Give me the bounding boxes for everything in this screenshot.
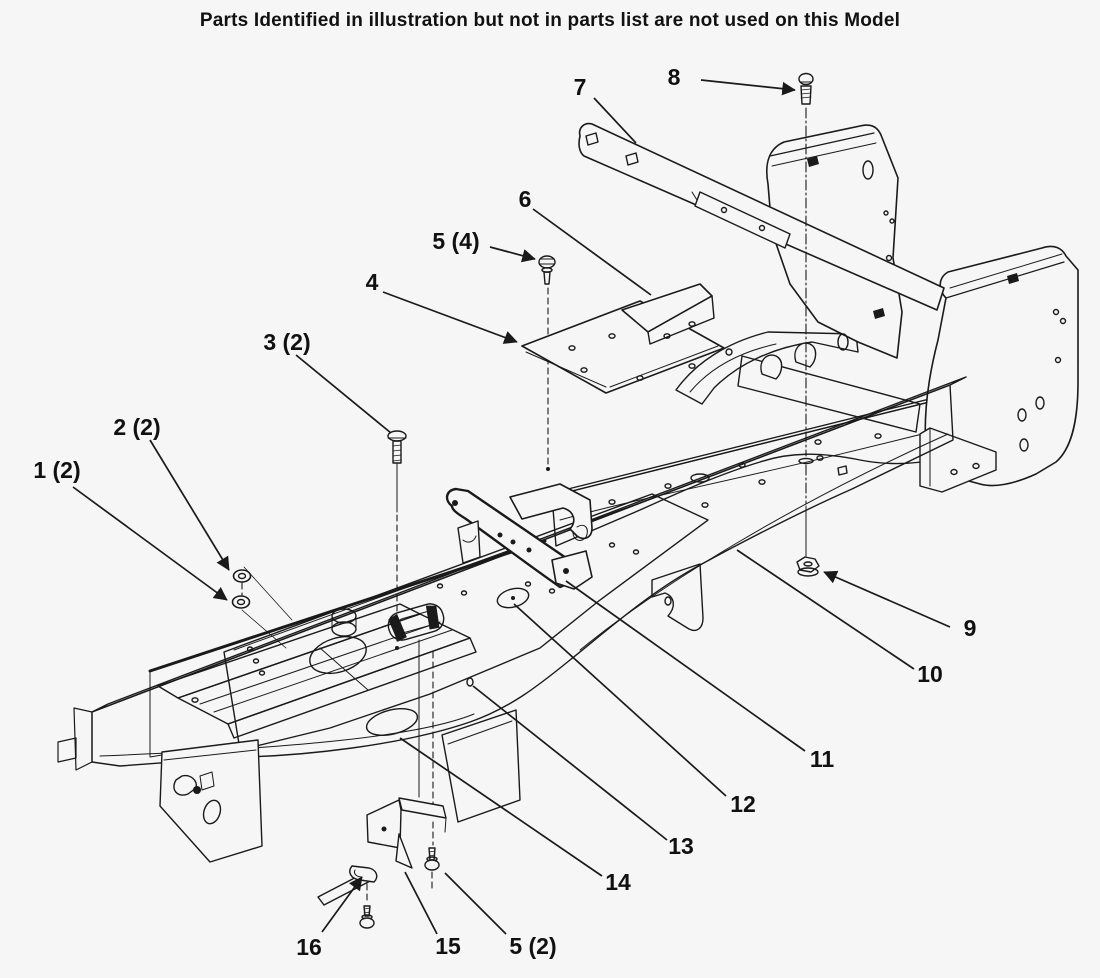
callout-7-label: 7 xyxy=(574,74,587,100)
lift-latch-assembly xyxy=(418,483,593,807)
callout-10-label: 10 xyxy=(917,661,943,687)
callout-5a-label: 5 (4) xyxy=(432,228,479,254)
callout-9-leader xyxy=(823,570,951,628)
rear-cross-support xyxy=(675,331,921,433)
callout-15-label: 15 xyxy=(435,933,461,959)
callout-2-label: 2 (2) xyxy=(113,414,160,440)
part6-wedge-bracket xyxy=(621,283,715,345)
washer-2-nut-1 xyxy=(231,566,293,649)
frame-line-art xyxy=(57,72,1079,929)
lower-bracket-assembly xyxy=(317,797,447,906)
callout-11-label: 11 xyxy=(810,746,835,772)
callout-2-leader xyxy=(149,439,230,571)
part7-support-strap xyxy=(578,122,945,311)
callout-8-leader xyxy=(700,79,796,96)
callout-13-leader xyxy=(472,685,668,841)
callout-5b-leader xyxy=(444,872,507,935)
callout-4-label: 4 xyxy=(366,269,379,295)
callout-12-leader xyxy=(513,603,727,797)
callout-6-leader xyxy=(532,208,652,296)
callout-3-leader xyxy=(295,354,392,434)
callout-5a-leader xyxy=(489,246,536,263)
callout-15-leader xyxy=(404,871,438,935)
bolt-3 xyxy=(387,430,407,650)
screw-8 xyxy=(798,72,814,557)
disclaimer-note: Parts Identified in illustration but not… xyxy=(199,10,901,31)
callout-11-leader xyxy=(565,580,806,752)
callout-13-label: 13 xyxy=(668,833,694,859)
callout-7-leader xyxy=(593,97,637,144)
callout-labels: 1 (2) 2 (2) 3 (2) 4 5 (4) 6 7 8 9 10 11 12 13 14 15 16 5… xyxy=(33,64,976,960)
callout-1-leader xyxy=(72,486,228,601)
callout-3-label: 3 (2) xyxy=(263,329,310,355)
rear-tower-right xyxy=(919,245,1079,493)
callout-16-label: 16 xyxy=(296,934,322,960)
screw-5-bottom xyxy=(424,821,440,893)
callout-1-label: 1 (2) xyxy=(33,457,80,483)
callout-16-leader xyxy=(321,876,363,933)
callout-8-label: 8 xyxy=(668,64,681,90)
leader-lines xyxy=(72,79,951,935)
flange-nut-9 xyxy=(796,556,820,577)
left-frame-rail xyxy=(57,376,967,771)
callout-14-label: 14 xyxy=(605,869,631,895)
front-axle-assembly xyxy=(157,603,521,863)
callout-9-label: 9 xyxy=(964,615,977,641)
fasteners xyxy=(231,72,820,929)
callout-6-label: 6 xyxy=(519,186,532,212)
screw-5-top xyxy=(538,255,556,471)
callout-5b-label: 5 (2) xyxy=(509,933,556,959)
callout-4-leader xyxy=(382,291,518,344)
callout-14-leader xyxy=(399,737,603,877)
screw-16 xyxy=(359,883,375,929)
callout-10-leader xyxy=(736,549,915,670)
callout-12-label: 12 xyxy=(730,791,756,817)
